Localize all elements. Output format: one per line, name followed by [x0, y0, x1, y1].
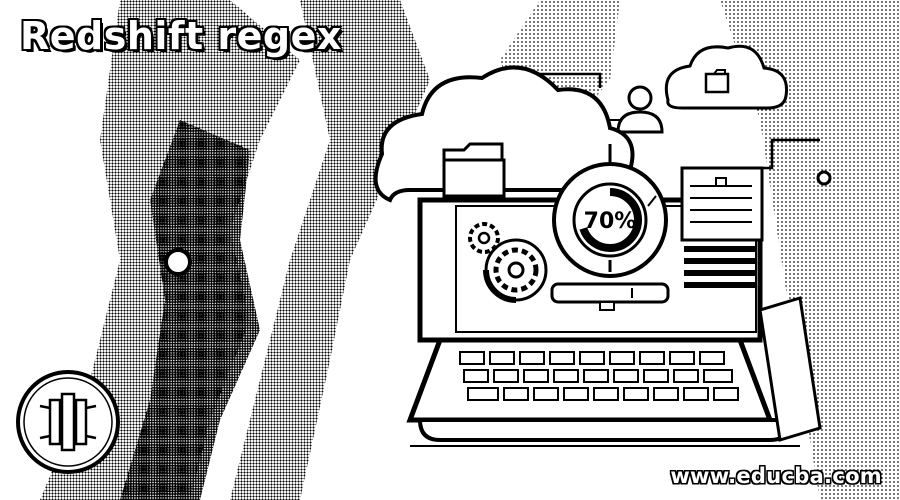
progress-ring-icon: 70%	[552, 144, 668, 278]
page-title: Redshift regex	[20, 14, 342, 58]
gears-icon	[468, 222, 548, 303]
cloud-folder-icon	[373, 65, 635, 203]
paper-sheet	[758, 296, 822, 442]
user-icon	[616, 85, 664, 134]
progress-label: 70%	[584, 209, 637, 234]
keyboard-keys	[459, 351, 739, 401]
progress-arc	[578, 188, 642, 252]
connector-line	[760, 138, 820, 170]
cloud-icon	[664, 44, 789, 110]
server-block	[684, 246, 756, 288]
slider-bar	[550, 282, 670, 304]
website-url[interactable]: www.educba.com	[670, 464, 882, 488]
aws-redshift-logo-icon	[16, 370, 120, 474]
node-circle-icon	[816, 170, 832, 186]
node-circle-icon	[164, 248, 192, 276]
document-icon	[680, 166, 764, 242]
